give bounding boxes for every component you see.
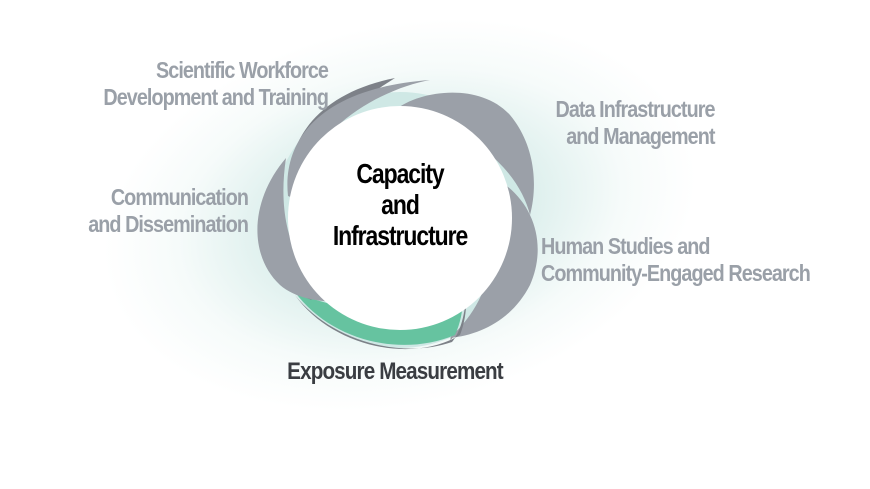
petal-communication[interactable] <box>257 158 342 302</box>
center-line-2: and <box>381 189 420 220</box>
center-line-1: Capacity <box>356 158 444 189</box>
center-label: Capacity and Infrastructure <box>310 158 490 251</box>
label-line: Scientific Workforce <box>156 57 329 83</box>
label-line: and Dissemination <box>88 211 249 237</box>
label-line: Development and Training <box>103 84 329 110</box>
label-line: Community-Engaged Research <box>541 260 811 286</box>
label-line: Exposure Measurement <box>287 358 504 385</box>
label-scientific-workforce: Scientific Workforce Development and Tra… <box>53 57 329 111</box>
center-circle <box>288 106 512 330</box>
label-line: Data Infrastructure <box>555 96 716 122</box>
label-line: Communication <box>110 184 249 210</box>
label-data-infrastructure: Data Infrastructure and Management <box>515 96 716 150</box>
cycle-diagram <box>257 78 538 350</box>
label-exposure-measurement: Exposure Measurement <box>245 358 546 385</box>
petal-scientific-workforce[interactable] <box>287 78 430 212</box>
label-communication: Communication and Dissemination <box>18 184 249 238</box>
label-line: Human Studies and <box>541 233 711 259</box>
center-line-3: Infrastructure <box>332 220 468 251</box>
label-line: and Management <box>566 123 715 149</box>
label-human-studies: Human Studies and Community-Engaged Rese… <box>541 233 851 287</box>
